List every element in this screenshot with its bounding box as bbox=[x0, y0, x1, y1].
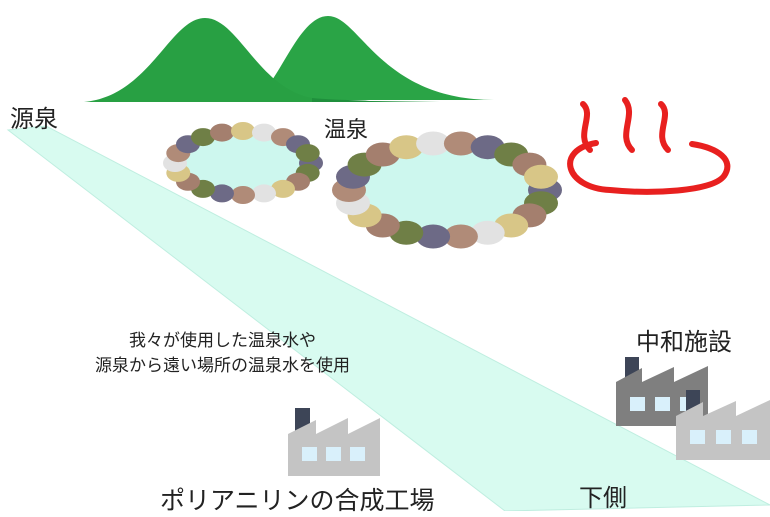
usage-note-line: 源泉から遠い場所の温泉水を使用 bbox=[95, 356, 350, 376]
factory-label: ポリアニリンの合成工場 bbox=[160, 486, 435, 515]
factory-icon bbox=[288, 408, 380, 476]
source-label: 源泉 bbox=[10, 105, 58, 133]
pool-rock bbox=[231, 186, 255, 204]
large-hot-spring-pool bbox=[332, 131, 562, 249]
pool-rock bbox=[252, 123, 276, 142]
neutralization-facility-label: 中和施設 bbox=[636, 328, 732, 356]
pool-rock bbox=[524, 164, 558, 189]
pool-rock bbox=[231, 122, 255, 140]
pool-rock bbox=[389, 135, 424, 160]
pool-rock bbox=[191, 128, 215, 147]
onsen-symbol-icon bbox=[567, 97, 731, 195]
pool-rock bbox=[252, 184, 276, 203]
pool-rock bbox=[271, 179, 295, 198]
hot-spring-label: 温泉 bbox=[324, 118, 369, 143]
small-hot-spring-pool bbox=[163, 122, 323, 204]
neutralization-facility-icon bbox=[616, 357, 770, 460]
downstream-label: 下側 bbox=[579, 484, 627, 512]
pool-water bbox=[175, 131, 311, 195]
pool-rock bbox=[470, 220, 505, 245]
pool-water bbox=[349, 143, 545, 237]
pool-rock bbox=[210, 184, 234, 203]
hot-spring-stream bbox=[6, 125, 770, 511]
usage-note: 我々が使用した温泉水や 源泉から遠い場所の温泉水を使用 bbox=[50, 329, 395, 379]
mountains-icon bbox=[84, 16, 494, 102]
pool-rock bbox=[210, 123, 234, 142]
pool-rock bbox=[443, 224, 478, 249]
pool-rock bbox=[416, 131, 451, 156]
pool-rock bbox=[295, 144, 320, 163]
pool-rock bbox=[443, 131, 478, 156]
usage-note-line: 我々が使用した温泉水や bbox=[129, 331, 316, 351]
pool-rock bbox=[416, 224, 451, 249]
